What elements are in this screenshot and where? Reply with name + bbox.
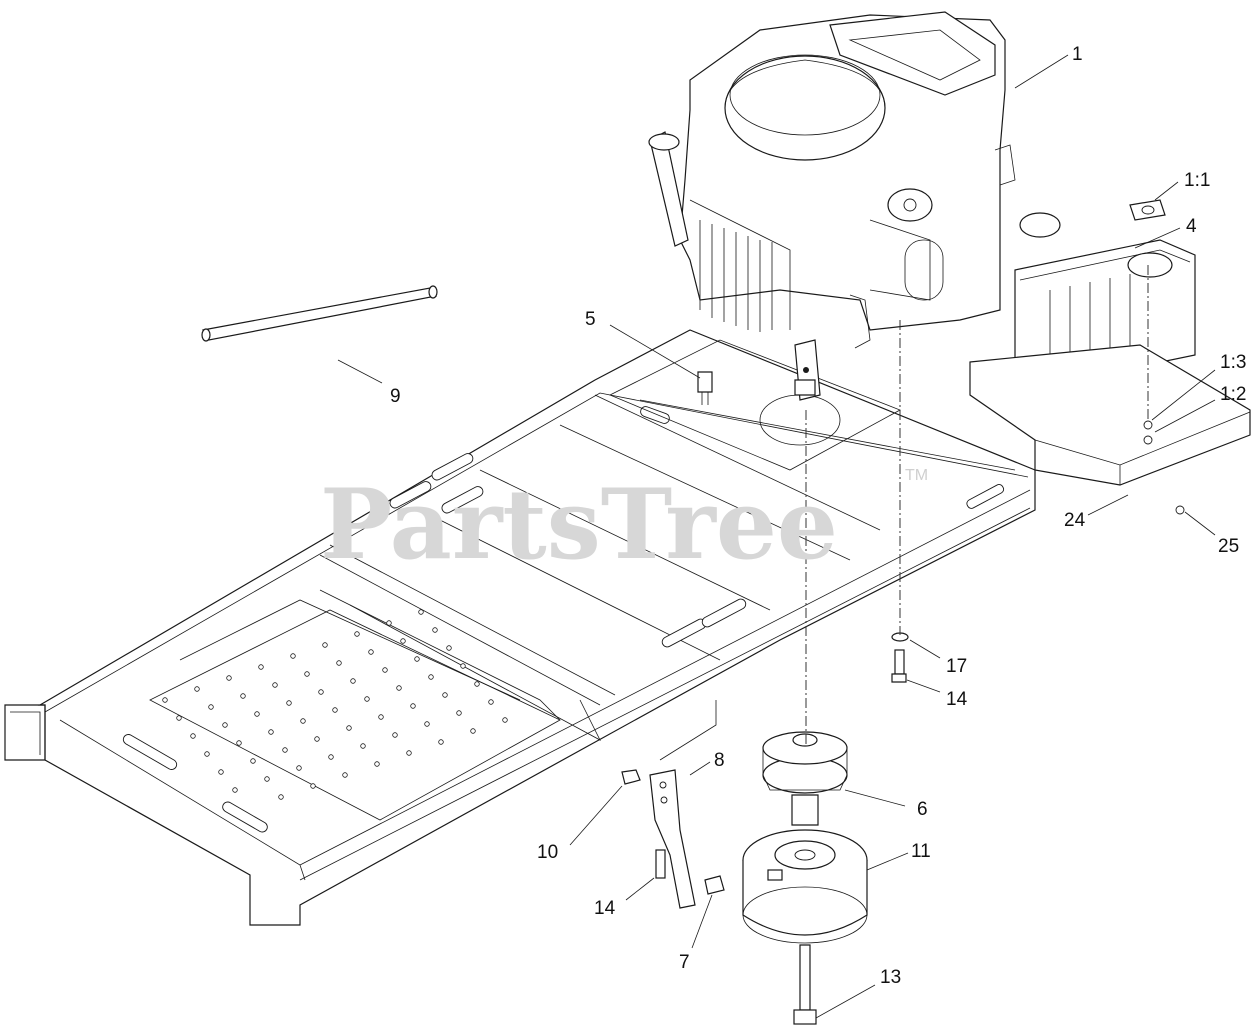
perforation-hole [432, 627, 438, 633]
perforation-hole [322, 642, 328, 648]
perforation-hole [268, 729, 274, 735]
perforation-hole [460, 663, 466, 669]
perforation-hole [304, 671, 310, 677]
perforation-hole [250, 758, 256, 764]
perforation-hole [378, 714, 384, 720]
perforation-hole [442, 692, 448, 698]
perforation-hole [418, 609, 424, 615]
perforation-hole [296, 765, 302, 771]
watermark-text: PartsTree [320, 468, 838, 581]
callout-14-upper: 14 [946, 689, 968, 710]
watermark-trademark: TM [905, 467, 928, 484]
watermark: PartsTree TM [320, 467, 928, 581]
leader-lines [337, 54, 1216, 1019]
chassis-frame [4, 329, 1036, 926]
perforation-hole [368, 649, 374, 655]
perforation-hole [342, 772, 348, 778]
perforation-hole [314, 736, 320, 742]
callout-7: 7 [679, 952, 690, 973]
callout-14-lower: 14 [594, 898, 616, 919]
pulley-and-clutch [621, 632, 909, 1025]
perforation-hole [194, 686, 200, 692]
perforation-hole [392, 732, 398, 738]
perforation-hole [208, 704, 214, 710]
heat-shield [969, 344, 1251, 515]
tube-part [201, 285, 438, 342]
perforation-hole [400, 638, 406, 644]
perforation-hole [328, 754, 334, 760]
perforation-hole [232, 787, 238, 793]
perforation-hole [474, 681, 480, 687]
perforation-hole [336, 660, 342, 666]
callout-25: 25 [1218, 536, 1239, 557]
perforation-hole [382, 667, 388, 673]
callout-1-1: 1:1 [1184, 170, 1210, 191]
perforation-hole [438, 739, 444, 745]
perforation-hole [502, 717, 508, 723]
callout-9: 9 [390, 386, 401, 407]
deck-perforations [162, 609, 508, 800]
perforation-hole [318, 689, 324, 695]
perforation-hole [396, 685, 402, 691]
callout-5: 5 [585, 309, 596, 330]
perforation-hole [424, 721, 430, 727]
perforation-hole [236, 740, 242, 746]
callout-24: 24 [1064, 510, 1086, 531]
callout-17: 17 [946, 656, 967, 677]
perforation-hole [218, 769, 224, 775]
callout-labels: 1 1:1 4 1:3 1:2 24 25 5 9 17 14 8 6 10 1… [390, 44, 1246, 988]
perforation-hole [414, 656, 420, 662]
perforation-hole [162, 697, 168, 703]
callout-8: 8 [714, 750, 725, 771]
perforation-hole [290, 653, 296, 659]
perforation-hole [410, 703, 416, 709]
perforation-hole [282, 747, 288, 753]
perforation-hole [428, 674, 434, 680]
perforation-hole [226, 675, 232, 681]
perforation-hole [204, 751, 210, 757]
perforation-hole [406, 750, 412, 756]
perforation-hole [176, 715, 182, 721]
perforation-hole [240, 693, 246, 699]
perforation-hole [264, 776, 270, 782]
engine-assembly [648, 11, 1016, 405]
perforation-hole [286, 700, 292, 706]
perforation-hole [332, 707, 338, 713]
perforation-hole [350, 678, 356, 684]
perforation-hole [360, 743, 366, 749]
perforation-hole [310, 783, 316, 789]
perforation-hole [190, 733, 196, 739]
callout-6: 6 [917, 799, 928, 820]
perforation-hole [254, 711, 260, 717]
perforation-hole [346, 725, 352, 731]
perforation-hole [364, 696, 370, 702]
callout-1: 1 [1072, 44, 1083, 65]
perforation-hole [258, 664, 264, 670]
callout-4: 4 [1186, 216, 1197, 237]
perforation-hole [374, 761, 380, 767]
perforation-hole [446, 645, 452, 651]
perforation-hole [272, 682, 278, 688]
centerlines [659, 265, 1149, 761]
perforation-hole [456, 710, 462, 716]
perforation-hole [354, 631, 360, 637]
perforation-hole [470, 728, 476, 734]
perforation-hole [488, 699, 494, 705]
callout-1-3: 1:3 [1220, 352, 1246, 373]
callout-1-2: 1:2 [1220, 384, 1246, 405]
perforation-hole [222, 722, 228, 728]
perforation-hole [300, 718, 306, 724]
callout-11: 11 [911, 841, 931, 862]
callout-13: 13 [880, 967, 901, 988]
callout-10: 10 [537, 842, 558, 863]
perforation-hole [386, 620, 392, 626]
perforation-hole [278, 794, 284, 800]
